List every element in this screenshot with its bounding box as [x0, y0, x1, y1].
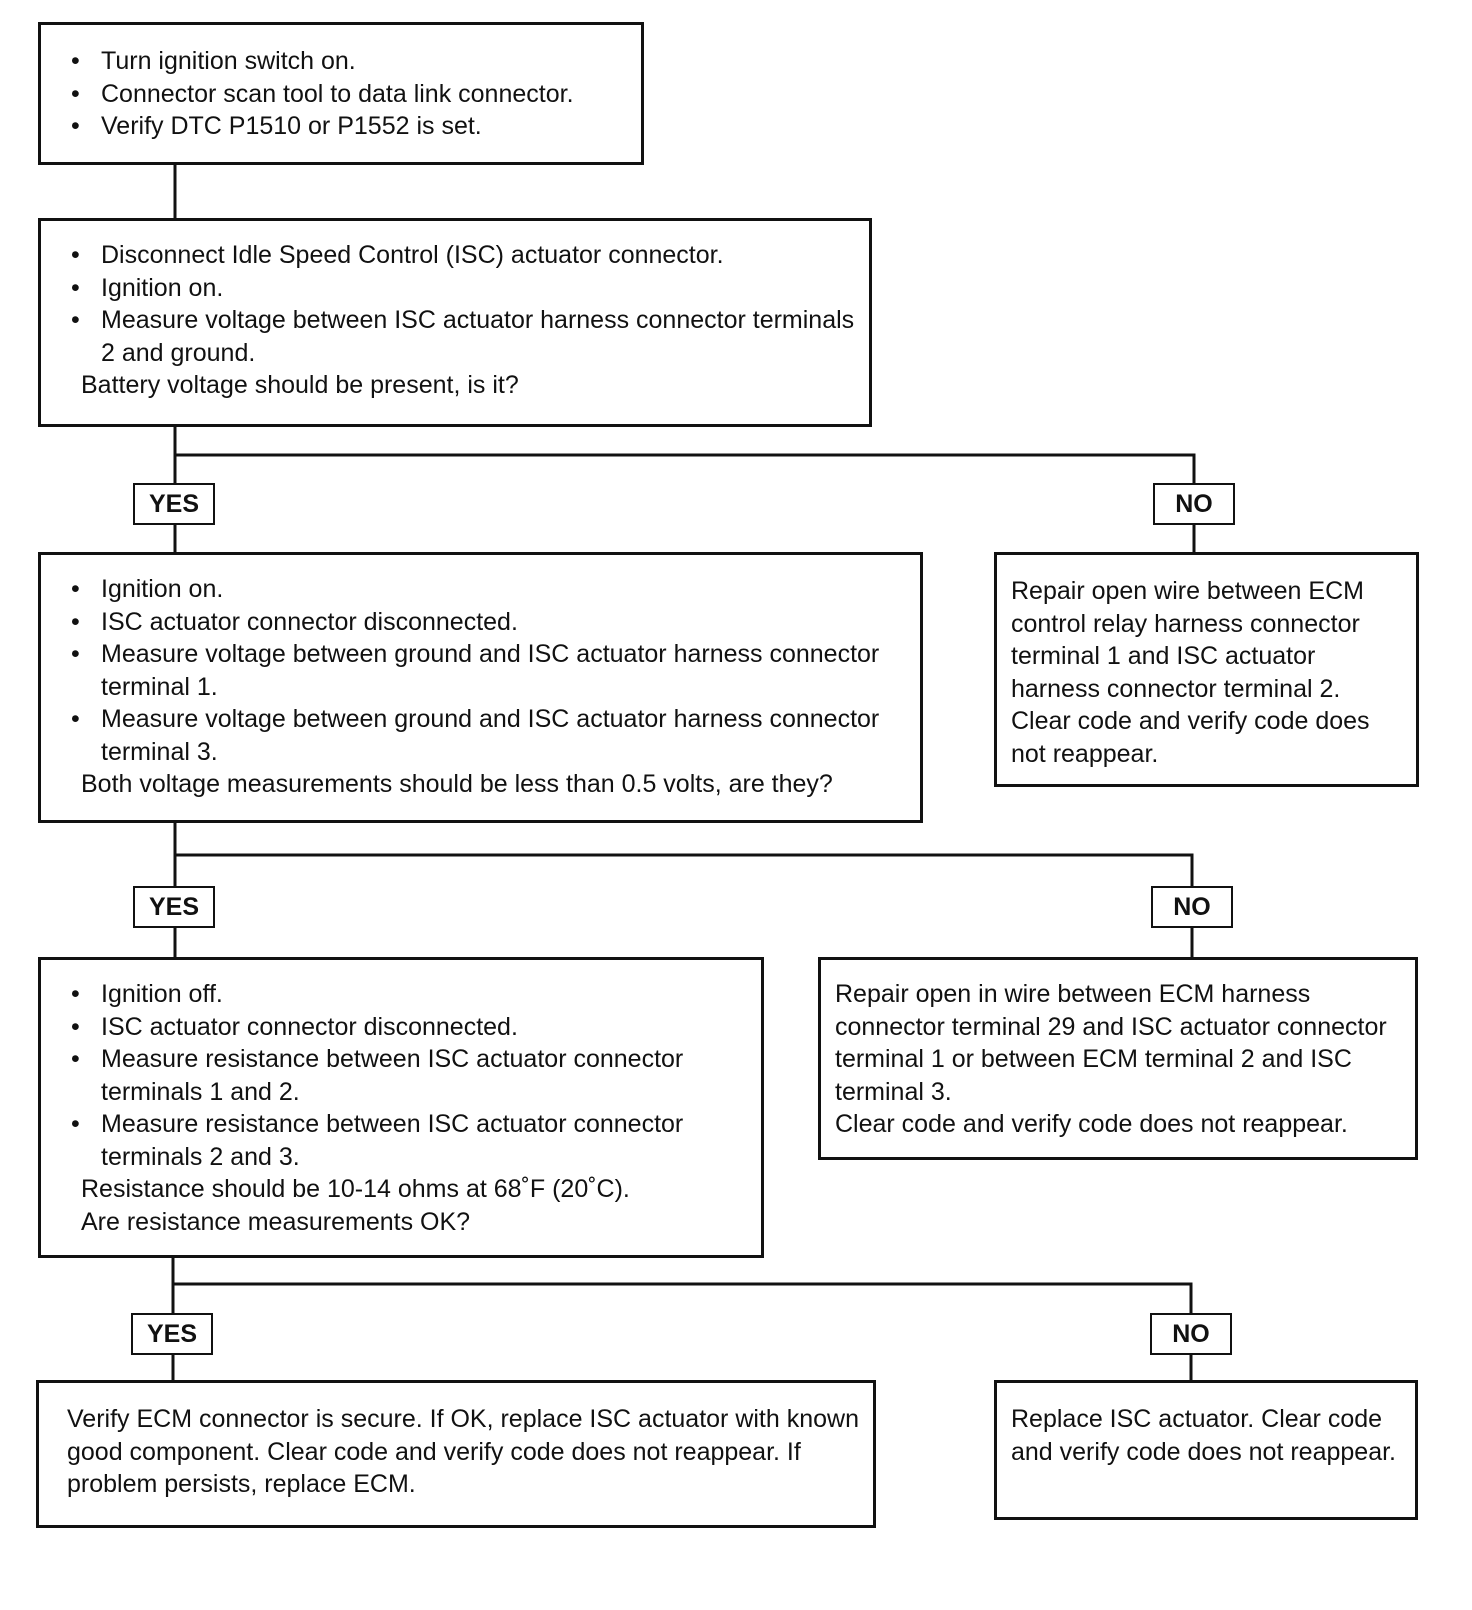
- list-item: Connector scan tool to data link connect…: [67, 78, 627, 111]
- step-5-no-text: Replace ISC actuator. Clear code and ver…: [1011, 1405, 1396, 1466]
- list-item: Measure voltage between ground and ISC a…: [67, 703, 906, 768]
- step-5-yes-text: Verify ECM connector is secure. If OK, r…: [67, 1405, 859, 1498]
- yes-label-2: YES: [133, 886, 215, 928]
- step-4-list: Ignition off. ISC actuator connector dis…: [67, 978, 747, 1173]
- no-label-1: NO: [1153, 483, 1235, 525]
- list-item: Disconnect Idle Speed Control (ISC) actu…: [67, 239, 855, 272]
- step-3-question: Both voltage measurements should be less…: [81, 770, 833, 798]
- step-2-question: Battery voltage should be present, is it…: [81, 371, 519, 399]
- list-item: Measure resistance between ISC actuator …: [67, 1108, 747, 1173]
- list-item: ISC actuator connector disconnected.: [67, 606, 906, 639]
- no-label-2: NO: [1151, 886, 1233, 928]
- list-item: Measure voltage between ground and ISC a…: [67, 638, 906, 703]
- step-1-list: Turn ignition switch on. Connector scan …: [67, 45, 627, 143]
- step-3-list: Ignition on. ISC actuator connector disc…: [67, 573, 906, 768]
- step-3-no-box: Repair open wire between ECM control rel…: [994, 552, 1419, 787]
- step-4-question-1: Resistance should be 10-14 ohms at 68˚F …: [81, 1175, 630, 1203]
- list-item: Ignition on.: [67, 573, 906, 606]
- step-4-box: Ignition off. ISC actuator connector dis…: [38, 957, 764, 1258]
- step-5-yes-box: Verify ECM connector is secure. If OK, r…: [36, 1380, 876, 1528]
- step-1-box: Turn ignition switch on. Connector scan …: [38, 22, 644, 165]
- list-item: Ignition on.: [67, 272, 855, 305]
- yes-label-1: YES: [133, 483, 215, 525]
- step-4-no-text-1: Repair open in wire between ECM harness …: [835, 980, 1387, 1106]
- step-2-list: Disconnect Idle Speed Control (ISC) actu…: [67, 239, 855, 369]
- no-label-3: NO: [1150, 1313, 1232, 1355]
- list-item: Measure voltage between ISC actuator har…: [67, 304, 855, 369]
- list-item: Turn ignition switch on.: [67, 45, 627, 78]
- yes-label-3: YES: [131, 1313, 213, 1355]
- branch-3: [171, 1258, 1193, 1313]
- step-4-no-box: Repair open in wire between ECM harness …: [818, 957, 1418, 1160]
- list-item: Ignition off.: [67, 978, 747, 1011]
- step-5-no-box: Replace ISC actuator. Clear code and ver…: [994, 1380, 1418, 1520]
- step-4-question-2: Are resistance measurements OK?: [81, 1207, 471, 1236]
- branch-2: [173, 823, 1194, 886]
- list-item: Verify DTC P1510 or P1552 is set.: [67, 110, 627, 143]
- step-2-box: Disconnect Idle Speed Control (ISC) actu…: [38, 218, 872, 427]
- list-item: Measure resistance between ISC actuator …: [67, 1043, 747, 1108]
- branch-1: [173, 427, 1196, 483]
- list-item: ISC actuator connector disconnected.: [67, 1011, 747, 1044]
- step-4-no-text-2: Clear code and verify code does not reap…: [835, 1110, 1348, 1138]
- step-3-no-text: Repair open wire between ECM control rel…: [1011, 577, 1370, 768]
- step-3-box: Ignition on. ISC actuator connector disc…: [38, 552, 923, 823]
